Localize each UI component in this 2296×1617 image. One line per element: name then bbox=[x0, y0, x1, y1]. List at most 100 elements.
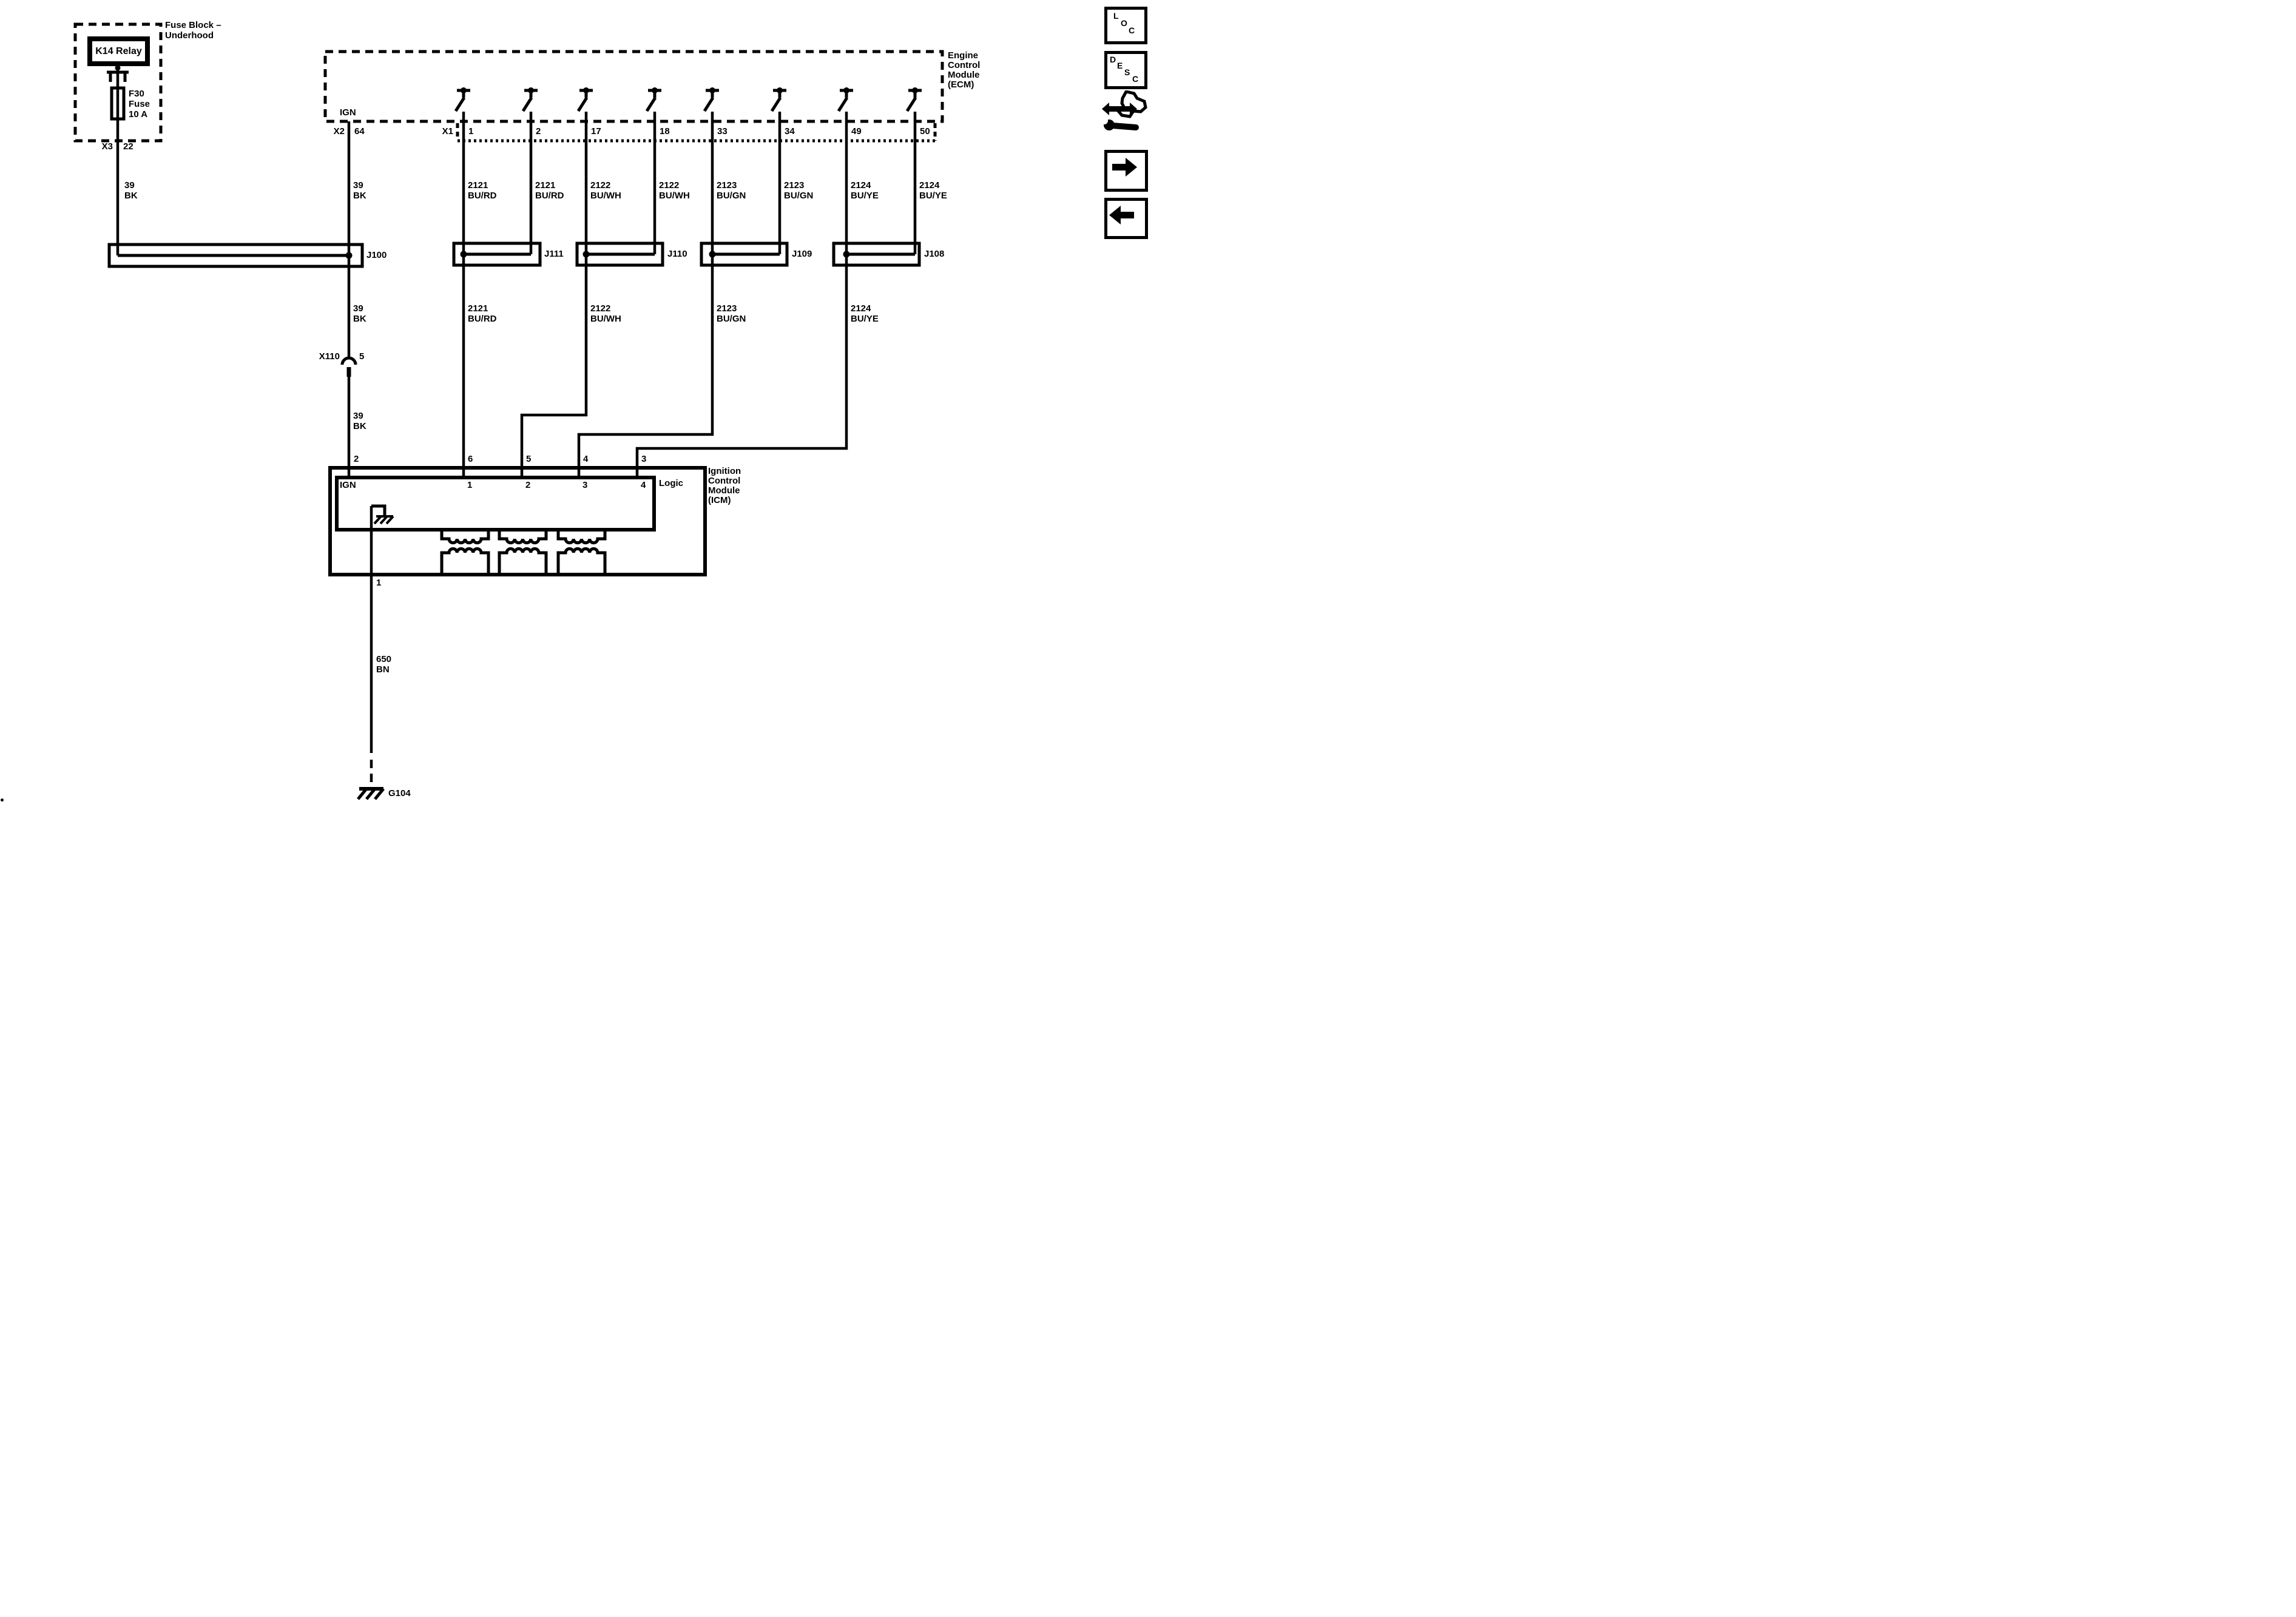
ecm-name-line2: Control bbox=[948, 60, 981, 70]
icm-logic-input-4: 4 bbox=[641, 480, 646, 490]
ecm-pin-34: 34 bbox=[785, 126, 795, 137]
wiring-diagram-page: Fuse Block – Underhood K14 Relay F30 Fus… bbox=[0, 0, 1148, 808]
icm-logic-input-3: 3 bbox=[582, 480, 588, 490]
wire-label: BU/GN bbox=[784, 191, 814, 201]
wire-label: 2124 bbox=[851, 303, 871, 314]
wire-label: BU/WH bbox=[590, 314, 621, 324]
previous-page-button[interactable] bbox=[1104, 198, 1148, 239]
wire-label: 2121 bbox=[468, 303, 488, 314]
wire-label: BK bbox=[353, 421, 366, 431]
ecm-pin-49: 49 bbox=[851, 126, 862, 137]
wire-label: BK bbox=[124, 191, 138, 201]
icm-ign-label: IGN bbox=[340, 480, 356, 490]
splice-j110 bbox=[575, 241, 664, 267]
icm-name-line1: Ignition bbox=[708, 466, 741, 476]
g104-ground-label: G104 bbox=[388, 788, 411, 798]
fuse-type-label: Fuse bbox=[129, 99, 150, 109]
wire-label: 2123 bbox=[717, 303, 737, 314]
k14-relay-box: K14 Relay bbox=[87, 36, 150, 66]
icm-logic-box bbox=[335, 476, 656, 532]
wire-label: 650 bbox=[376, 654, 392, 664]
right-arrow-icon bbox=[1112, 158, 1137, 177]
k14-relay-label: K14 Relay bbox=[95, 46, 142, 56]
ecm-x2-label: X2 bbox=[333, 126, 345, 137]
desc-letter-c: C bbox=[1132, 74, 1139, 84]
wire-label: BU/WH bbox=[659, 191, 690, 201]
fuse-name-label: F30 bbox=[129, 89, 144, 99]
icm-outline bbox=[328, 466, 707, 576]
wire-label: BU/YE bbox=[851, 191, 879, 201]
desc-letter-d: D bbox=[1110, 55, 1116, 64]
icm-pin-4: 4 bbox=[583, 454, 589, 464]
schematic-linework bbox=[73, 22, 944, 800]
wire-label: BU/GN bbox=[717, 314, 746, 324]
loc-letter-l: L bbox=[1113, 11, 1119, 21]
wire-label: BU/WH bbox=[590, 191, 621, 201]
loc-button[interactable]: L O C bbox=[1104, 7, 1147, 44]
x3-connector-label: X3 bbox=[101, 141, 113, 152]
wire-label: BU/RD bbox=[535, 191, 564, 201]
ecm-name-line4: (ECM) bbox=[948, 79, 974, 90]
splice-label-j110: J110 bbox=[667, 249, 687, 259]
ecm-x1-label: X1 bbox=[442, 126, 453, 137]
wire-label: 2121 bbox=[535, 180, 556, 191]
wire-label: 2124 bbox=[851, 180, 871, 191]
wire-label: 2122 bbox=[590, 303, 611, 314]
icm-bottom-pin-label: 1 bbox=[376, 578, 382, 588]
icm-name-line3: Module bbox=[708, 485, 740, 496]
splice-label-j100: J100 bbox=[366, 250, 387, 260]
wire-label: 2123 bbox=[784, 180, 805, 191]
wire-label: 39 bbox=[353, 303, 363, 314]
x110-pin-label: 5 bbox=[359, 351, 365, 362]
x1-connector-band bbox=[456, 123, 937, 143]
icm-pin-5: 5 bbox=[526, 454, 532, 464]
wire-label: 39 bbox=[124, 180, 135, 191]
ecm-outline bbox=[323, 50, 944, 123]
splice-j100 bbox=[107, 243, 364, 268]
wire-label: 2123 bbox=[717, 180, 737, 191]
icm-name-line2: Control bbox=[708, 476, 741, 486]
icm-pin-2: 2 bbox=[354, 454, 359, 464]
wire-label: BU/YE bbox=[919, 191, 947, 201]
splice-label-j109: J109 bbox=[792, 249, 812, 259]
ecm-pin-33: 33 bbox=[717, 126, 728, 137]
wire-label: 2121 bbox=[468, 180, 488, 191]
x110-connector-label: X110 bbox=[319, 351, 340, 362]
ecm-pin-17: 17 bbox=[591, 126, 601, 137]
icm-pin-3: 3 bbox=[641, 454, 647, 464]
wire-label: BN bbox=[376, 664, 390, 675]
wire-label: 2124 bbox=[919, 180, 940, 191]
desc-letter-s: S bbox=[1124, 67, 1130, 77]
ecm-pin-2: 2 bbox=[536, 126, 541, 137]
g104-ground-symbol bbox=[357, 760, 385, 800]
icm-logic-input-1: 1 bbox=[467, 480, 473, 490]
ecm-driver-symbols bbox=[456, 87, 922, 111]
wire-label: BU/GN bbox=[717, 191, 746, 201]
wire-label: BU/YE bbox=[851, 314, 879, 324]
icm-pin-6: 6 bbox=[468, 454, 473, 464]
service-tools-icon[interactable] bbox=[1101, 90, 1148, 144]
page-artifact-dot bbox=[1, 798, 4, 802]
wire-label: BU/RD bbox=[468, 191, 497, 201]
ecm-x2-pin: 64 bbox=[354, 126, 365, 137]
splice-label-j108: J108 bbox=[924, 249, 945, 259]
wire-label: BK bbox=[353, 191, 366, 201]
ecm-pin-1: 1 bbox=[468, 126, 474, 137]
icm-internal-ground bbox=[371, 504, 394, 525]
ecm-name-line3: Module bbox=[948, 70, 980, 80]
ecm-pin-18: 18 bbox=[660, 126, 670, 137]
next-page-button[interactable] bbox=[1104, 150, 1148, 192]
x3-pin-label: 22 bbox=[123, 141, 133, 152]
loc-letter-o: O bbox=[1121, 18, 1127, 28]
icm-coil-windings bbox=[440, 530, 607, 575]
wire-label: 2122 bbox=[590, 180, 611, 191]
wire-label: 39 bbox=[353, 180, 363, 191]
fuse-block-title-line1: Fuse Block – bbox=[165, 20, 221, 30]
splice-j111 bbox=[452, 241, 542, 267]
double-arrow-icon bbox=[1102, 103, 1137, 115]
wire-label: 39 bbox=[353, 411, 363, 421]
desc-button[interactable]: D E S C bbox=[1104, 51, 1147, 89]
ecm-ign-label: IGN bbox=[340, 107, 356, 118]
left-arrow-icon bbox=[1109, 206, 1134, 224]
loc-letter-c: C bbox=[1129, 25, 1135, 35]
